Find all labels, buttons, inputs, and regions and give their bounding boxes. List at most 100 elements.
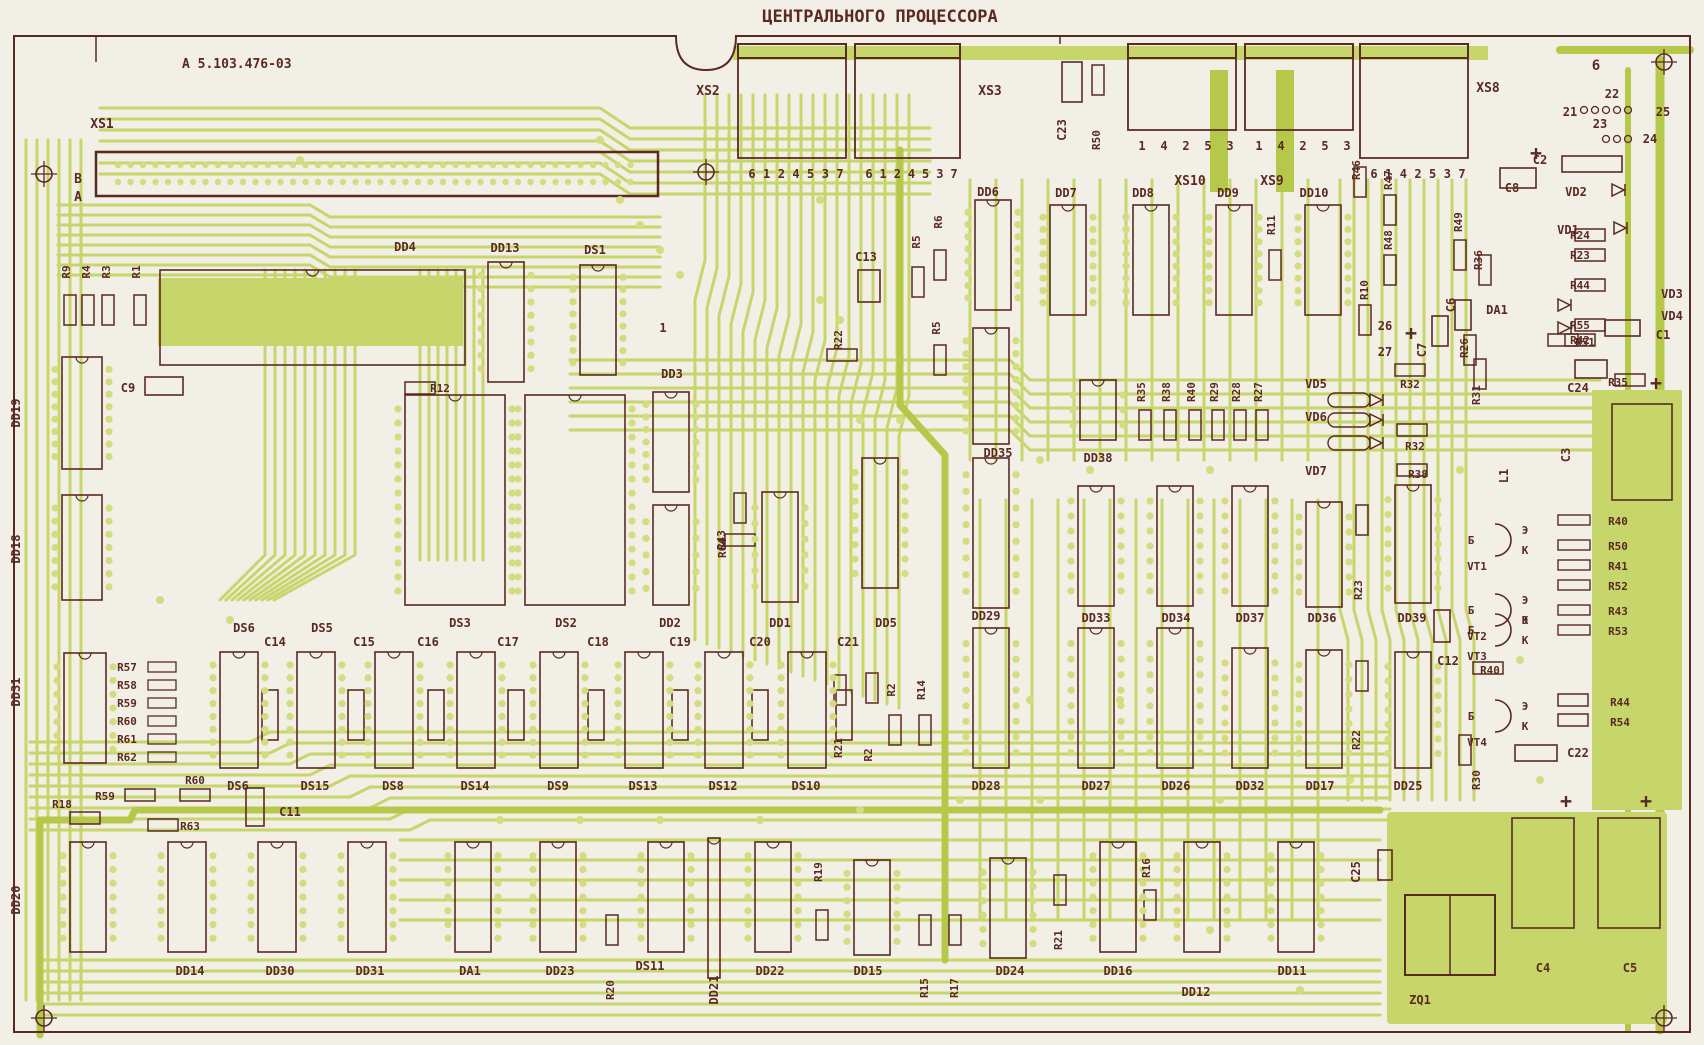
pad xyxy=(1172,274,1180,282)
pad xyxy=(477,271,485,279)
pin-one-mark: 1 xyxy=(659,321,666,335)
chip-notch xyxy=(1091,379,1105,387)
polarity-mark: + xyxy=(1405,321,1417,345)
trace xyxy=(36,806,1384,1039)
resistor-label: R24 xyxy=(1570,229,1590,242)
pad xyxy=(338,661,346,669)
pad xyxy=(527,351,535,359)
pad xyxy=(829,725,837,733)
resistor-label: R21 xyxy=(832,738,845,758)
pad xyxy=(893,937,901,946)
trace xyxy=(1450,178,1462,802)
chip-outline xyxy=(972,457,1010,609)
transistor-outline xyxy=(1494,613,1512,647)
pad xyxy=(1271,719,1279,727)
pad xyxy=(1014,245,1022,253)
pad xyxy=(1039,299,1047,307)
pad xyxy=(901,526,909,534)
pad xyxy=(508,559,516,567)
via xyxy=(1516,656,1524,664)
resistor-label: R59 xyxy=(117,697,137,710)
pin-number: 7 xyxy=(950,167,957,181)
trace xyxy=(1464,178,1476,802)
chip-outline xyxy=(707,837,721,979)
pad xyxy=(416,712,424,721)
pad xyxy=(209,699,217,708)
pad xyxy=(1434,510,1442,519)
resistor-body xyxy=(1557,624,1591,636)
pad xyxy=(1295,588,1303,596)
pad xyxy=(1069,406,1077,414)
chip-outline xyxy=(652,504,690,606)
pin-number: 1 xyxy=(1255,139,1262,153)
chip-label: DS1 xyxy=(584,243,606,257)
pad xyxy=(851,526,859,534)
pad xyxy=(801,566,809,575)
chip-notch xyxy=(717,651,731,659)
pad xyxy=(1146,572,1154,580)
pad xyxy=(157,852,165,860)
pad xyxy=(339,178,347,186)
pad xyxy=(1039,286,1047,295)
pad xyxy=(247,879,255,887)
pin-number: 3 xyxy=(822,167,829,181)
trace xyxy=(717,93,731,650)
chip-outline xyxy=(1394,651,1432,769)
pad xyxy=(51,378,59,386)
pad xyxy=(338,738,346,746)
pad xyxy=(1122,225,1130,234)
pad xyxy=(642,438,650,446)
pad xyxy=(247,907,255,915)
chip-label: DD2 xyxy=(659,616,681,630)
test-point xyxy=(1623,105,1633,115)
pad xyxy=(1384,735,1392,743)
pad xyxy=(527,161,534,169)
pad xyxy=(964,220,972,229)
pad xyxy=(1196,572,1204,580)
pin-number: 6 xyxy=(865,167,872,181)
pad xyxy=(1039,250,1047,258)
pad xyxy=(514,573,522,581)
pin-number: 5 xyxy=(1429,167,1436,181)
pad xyxy=(508,475,516,483)
chip-label: DD19 xyxy=(9,399,23,428)
pad xyxy=(692,475,700,484)
pad xyxy=(416,725,424,733)
pad xyxy=(529,893,537,901)
pad xyxy=(694,712,702,721)
pad xyxy=(1173,934,1181,942)
pad xyxy=(751,566,759,575)
pad xyxy=(477,178,484,186)
pad xyxy=(514,405,522,413)
pad xyxy=(1119,406,1127,414)
pad xyxy=(1146,557,1154,565)
capacitor-body xyxy=(1431,315,1449,347)
pad xyxy=(247,865,255,874)
pad xyxy=(1012,702,1020,710)
pad xyxy=(962,748,970,757)
test-point-label: 24 xyxy=(1643,132,1657,146)
jack-top xyxy=(1244,43,1354,59)
pad xyxy=(1089,286,1097,295)
pad xyxy=(901,497,909,505)
chip-outline xyxy=(1099,841,1137,953)
trace xyxy=(98,172,932,196)
pad xyxy=(1029,911,1037,919)
pad xyxy=(694,725,702,733)
trace xyxy=(28,774,1392,788)
pad xyxy=(1014,269,1022,277)
pad xyxy=(1345,675,1353,684)
resistor-label: R50 xyxy=(1090,130,1103,150)
transistor-pin: К xyxy=(1522,614,1529,627)
via xyxy=(656,816,664,824)
pad xyxy=(1119,421,1127,429)
chip-notch xyxy=(551,841,565,849)
pad xyxy=(1039,225,1047,234)
via xyxy=(656,246,664,254)
connector-shield xyxy=(733,46,1488,60)
pad xyxy=(569,359,577,367)
resistor-body xyxy=(1557,604,1591,616)
via xyxy=(1346,776,1354,784)
pad xyxy=(51,452,59,461)
pad xyxy=(569,285,577,294)
